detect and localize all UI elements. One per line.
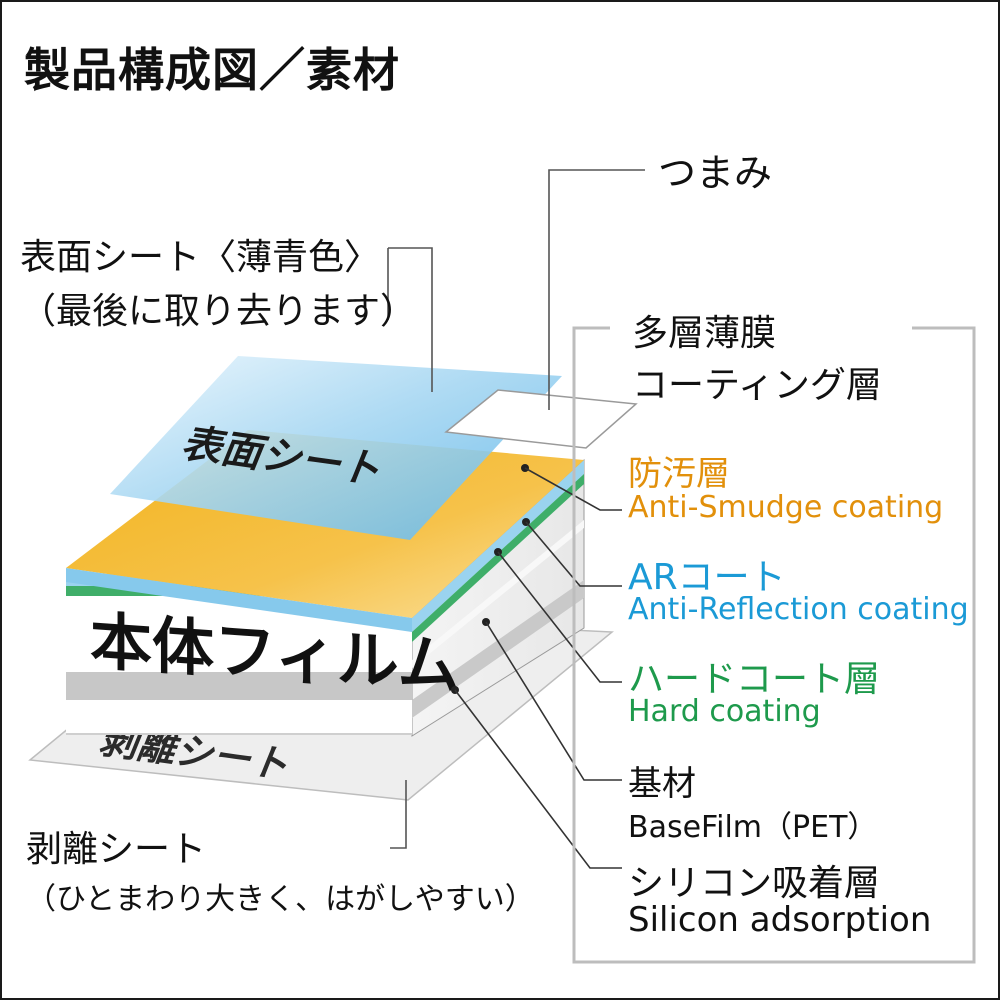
page-title: 製品構成図／素材	[24, 43, 400, 97]
hard-coat-en: Hard coating	[628, 694, 821, 729]
release-leader-line	[390, 780, 407, 849]
anti-smudge-leader	[524, 467, 622, 511]
silicon-leader	[454, 689, 622, 869]
anti-smudge-jp: 防汚層	[628, 454, 730, 494]
base-film-en: BaseFilm（PET）	[628, 810, 878, 845]
hard-leader	[497, 551, 622, 683]
base-film-jp: 基材	[628, 764, 696, 804]
multilayer-label-1: 多層薄膜	[632, 313, 777, 354]
tab-label: つまみ	[658, 151, 773, 195]
multilayer-bracket	[572, 326, 976, 964]
tab-shape	[444, 389, 638, 449]
silicon-en: Silicon adsorption	[628, 900, 932, 940]
release-sheet-label: 剥離シート	[26, 829, 207, 870]
base-leader	[485, 621, 622, 781]
release-sheet-note: （ひとまわり大きく、はがしやすい）	[26, 882, 535, 917]
surface-sheet-shape	[110, 356, 562, 540]
ar-coat-en: Anti-Reflection coating	[628, 592, 969, 627]
tab-leader-line	[548, 169, 645, 410]
ar-leader	[525, 521, 622, 587]
anti-smudge-en: Anti-Smudge coating	[628, 490, 944, 525]
multilayer-label-2: コーティング層	[632, 365, 882, 406]
silicon-jp: シリコン吸着層	[628, 863, 881, 904]
surface-sheet-note: （最後に取り去ります）	[20, 291, 417, 332]
surface-sheet-label: 表面シート〈薄青色〉	[20, 237, 381, 278]
hard-coat-jp: ハードコート層	[628, 659, 881, 700]
ar-coat-jp: ARコート	[628, 557, 786, 598]
surface-leader-line	[388, 247, 433, 392]
